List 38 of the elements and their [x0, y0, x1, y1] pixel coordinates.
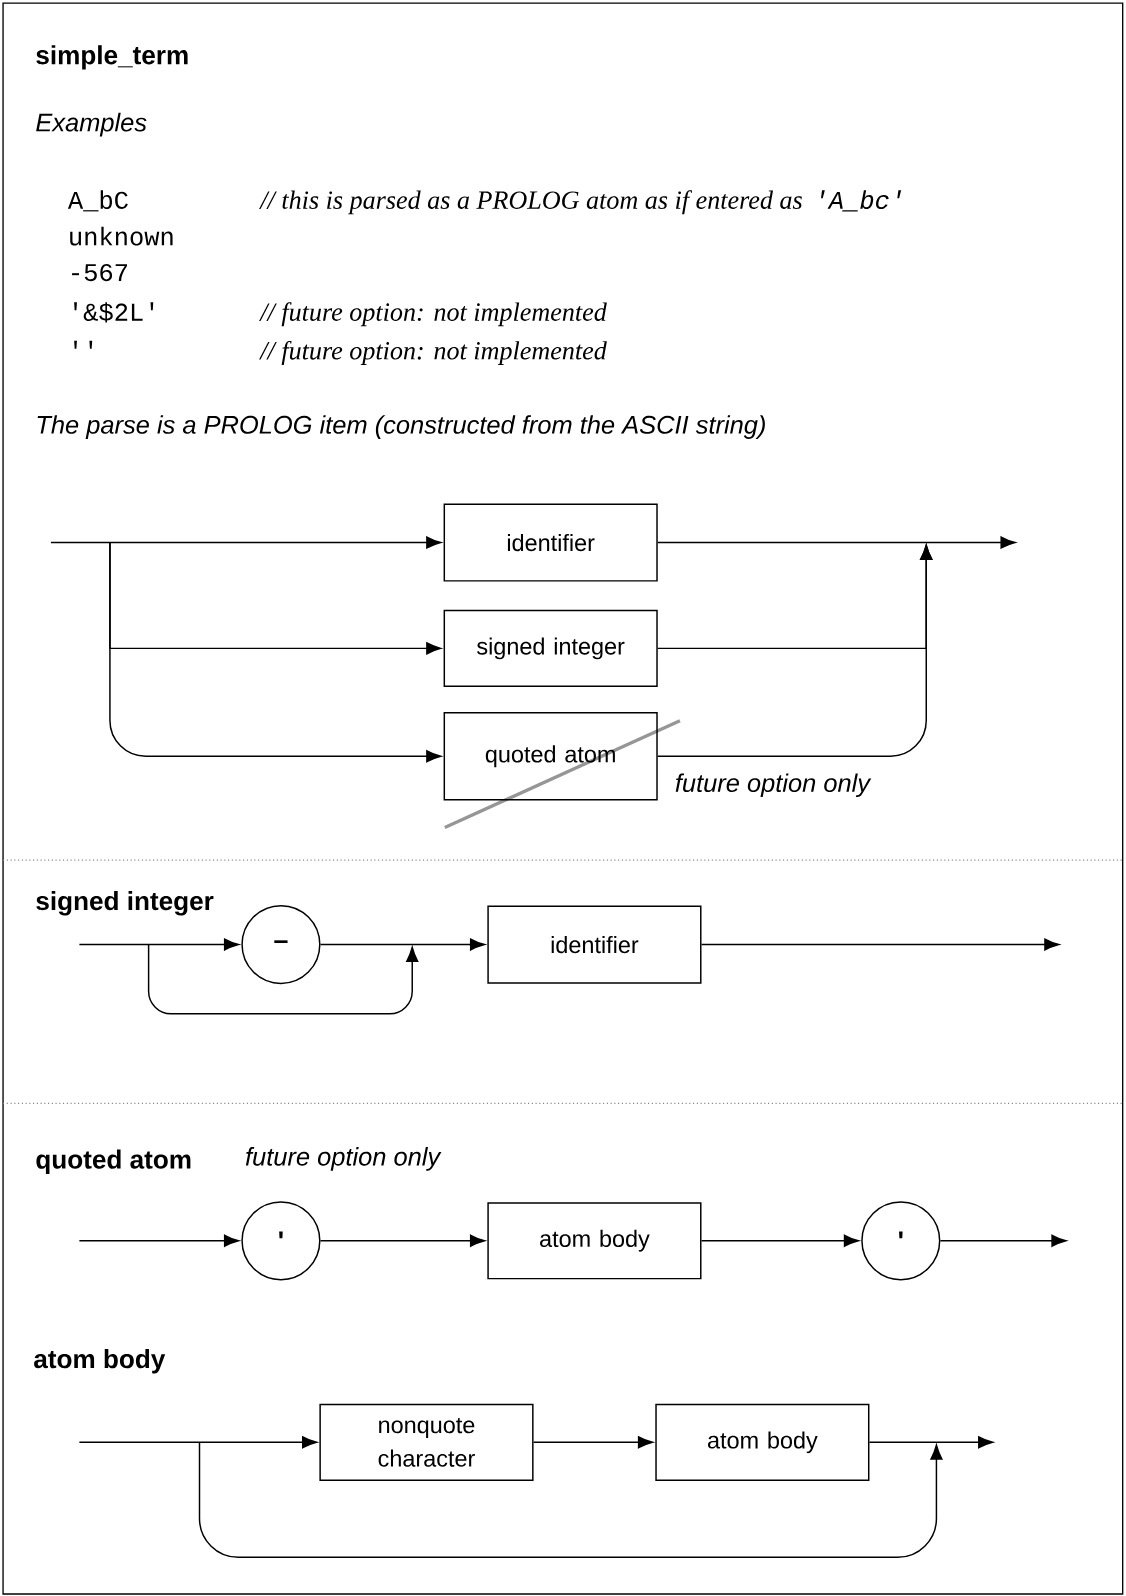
comment-text: // future option: not implemented	[259, 340, 607, 365]
nonterminal-box: atom body	[655, 1403, 870, 1481]
note-text: future option only	[675, 773, 872, 798]
arrow	[939, 1234, 1067, 1247]
nonterminal-box: quoted atom	[443, 712, 658, 801]
comment-text: // this is parsed as a PROLOG atom as if entered as	[259, 190, 802, 215]
comment-text: // future option: not implemented	[259, 302, 607, 327]
arrow	[657, 544, 933, 757]
nonterminal-box: identifier	[443, 503, 658, 582]
heading: quoted atom	[36, 1149, 191, 1174]
arrow	[319, 1234, 486, 1247]
arrow	[700, 1234, 860, 1247]
arrow	[657, 536, 1016, 549]
heading: Examples	[36, 112, 147, 137]
arrow	[319, 938, 486, 951]
code-text: A_bC	[68, 190, 128, 212]
arrow	[109, 541, 442, 763]
nonterminal-box: atom body	[487, 1202, 702, 1280]
arrow	[78, 938, 240, 951]
title: simple_term	[36, 45, 188, 70]
note-text: The parse is a PROLOG item (constructed from the ASCII string)	[37, 415, 765, 439]
arrow	[78, 1234, 240, 1247]
note-text: future option only	[246, 1147, 442, 1171]
code-text: 'A_bc'	[821, 190, 902, 212]
code-text: -567	[72, 263, 128, 282]
code-text: unknown	[70, 226, 173, 246]
code-text: '&$2L'	[74, 302, 154, 323]
arrow	[50, 536, 442, 549]
arrow	[78, 1436, 318, 1449]
arrow	[868, 1436, 994, 1449]
heading: signed integer	[36, 891, 214, 916]
code-text: ''	[74, 340, 93, 349]
heading: atom body	[34, 1349, 166, 1374]
nonterminal-box: signed integer	[443, 609, 658, 687]
arrow	[700, 938, 1060, 951]
nonterminal-box: identifier	[487, 905, 702, 984]
nonterminal-box: nonquote character	[319, 1403, 534, 1481]
arrow	[532, 1436, 654, 1449]
